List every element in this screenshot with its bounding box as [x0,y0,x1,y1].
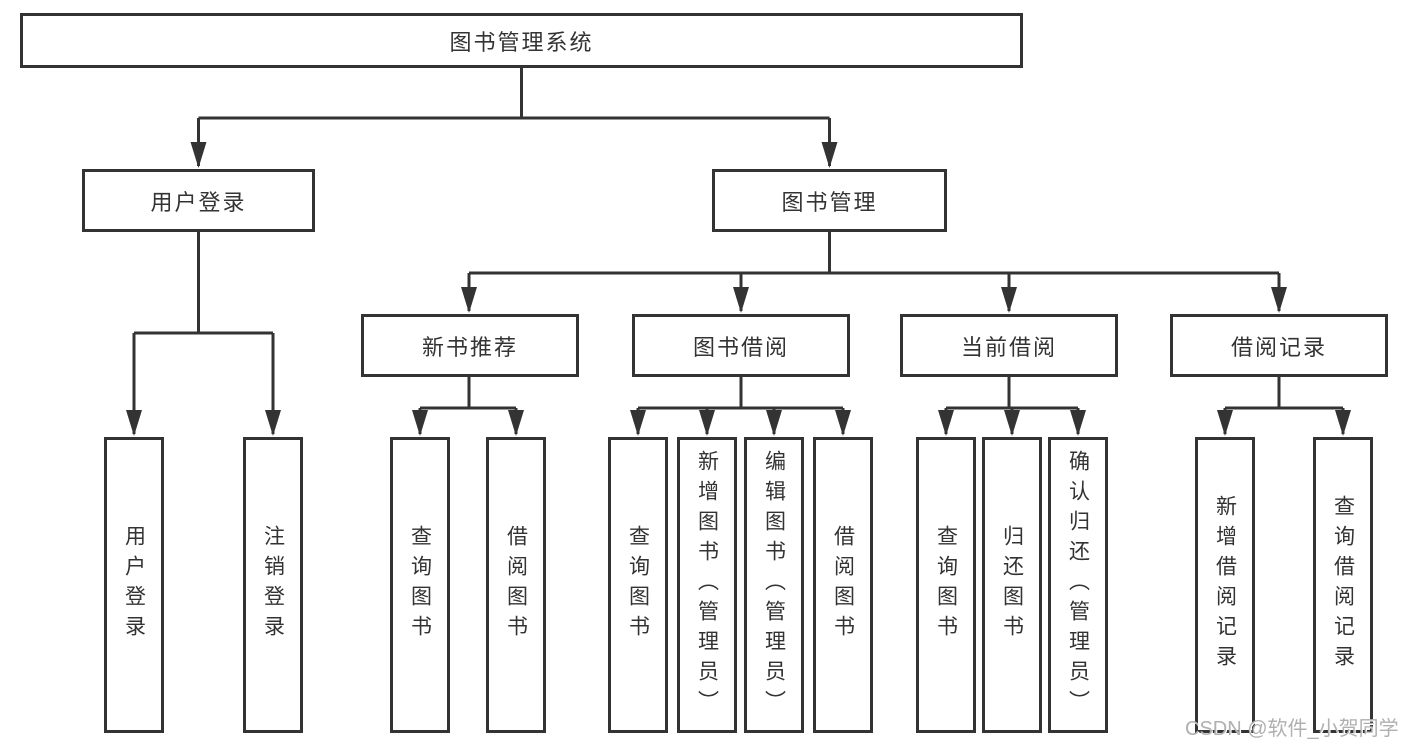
leaf-add-borrow-record: 新增借阅记录 [1195,437,1255,733]
leaf-return-books-label: 归还图书 [1000,525,1024,645]
node-current-borrowing-label: 当前借阅 [960,334,1057,360]
node-new-book-recommendation-label: 新书推荐 [421,334,518,360]
leaf-borrow-books: 借阅图书 [813,437,873,733]
leaf-user-login: 用户登录 [104,437,164,733]
leaf-query-books-borrow: 查询图书 [608,437,668,733]
leaf-add-book-admin-label: 新增图书（管理员） [695,450,719,720]
leaf-confirm-return-admin: 确认归还（管理员） [1048,437,1108,733]
node-user-login: 用户登录 [82,169,315,232]
node-root-label: 图书管理系统 [449,29,594,55]
leaf-borrow-books-label: 借阅图书 [831,525,855,645]
node-borrowing-records: 借阅记录 [1170,314,1388,377]
leaf-logout: 注销登录 [243,437,303,733]
leaf-confirm-return-admin-label: 确认归还（管理员） [1066,450,1090,720]
node-root: 图书管理系统 [20,13,1023,68]
leaf-return-books: 归还图书 [982,437,1042,733]
leaf-query-books-recommend: 查询图书 [390,437,450,733]
leaf-edit-book-admin-label: 编辑图书（管理员） [762,450,786,720]
node-book-management-label: 图书管理 [781,189,878,215]
node-book-management: 图书管理 [712,169,947,232]
leaf-user-login-label: 用户登录 [122,525,146,645]
node-borrowing-records-label: 借阅记录 [1230,334,1327,360]
leaf-query-books-current: 查询图书 [916,437,976,733]
leaf-add-borrow-record-label: 新增借阅记录 [1213,495,1237,675]
leaf-add-book-admin: 新增图书（管理员） [677,437,737,733]
leaf-query-borrow-record-label: 查询借阅记录 [1331,495,1355,675]
leaf-logout-label: 注销登录 [261,525,285,645]
node-book-borrowing-label: 图书借阅 [692,334,789,360]
arrowheads [126,142,1351,436]
leaf-query-borrow-record: 查询借阅记录 [1313,437,1373,733]
node-user-login-label: 用户登录 [150,189,247,215]
leaf-edit-book-admin: 编辑图书（管理员） [744,437,804,733]
node-new-book-recommendation: 新书推荐 [361,314,579,377]
node-current-borrowing: 当前借阅 [900,314,1118,377]
leaf-borrow-books-recommend-label: 借阅图书 [504,525,528,645]
leaf-borrow-books-recommend: 借阅图书 [486,437,546,733]
node-book-borrowing: 图书借阅 [632,314,850,377]
leaf-query-books-current-label: 查询图书 [934,525,958,645]
leaf-query-books-recommend-label: 查询图书 [408,525,432,645]
leaf-query-books-borrow-label: 查询图书 [626,525,650,645]
csdn-watermark: CSDN @软件_小贺同学 [1185,718,1399,740]
